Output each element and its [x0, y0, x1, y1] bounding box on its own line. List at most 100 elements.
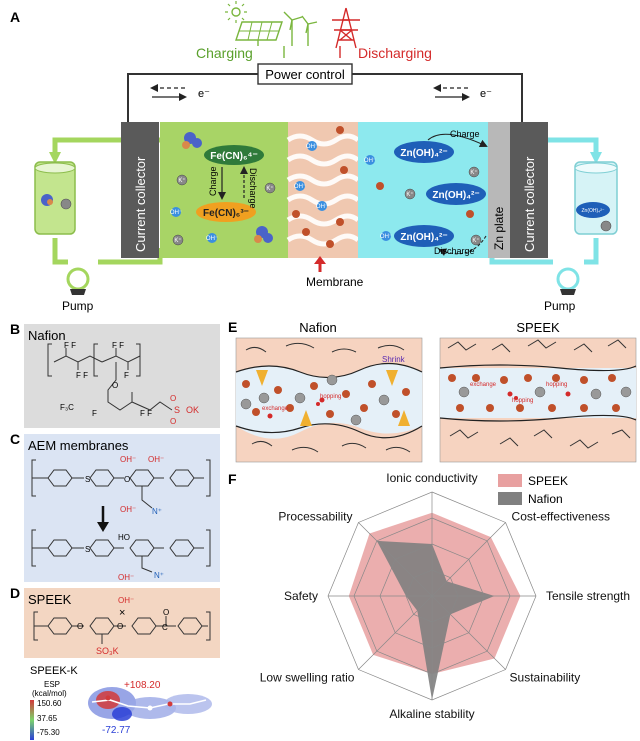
- svg-text:F F: F F: [140, 409, 152, 418]
- panel-c-letter: C: [10, 431, 20, 447]
- electron-label-right: e⁻: [480, 88, 492, 100]
- panel-b: B Nafion F F F F F F F O F₃C F F F S OK …: [10, 321, 220, 428]
- svg-text:HO: HO: [118, 533, 130, 542]
- current-collector-left: [121, 122, 159, 258]
- right-pump-icon: [556, 267, 580, 295]
- zn-oh4-2: [426, 183, 486, 205]
- svg-text:K⁺: K⁺: [178, 177, 185, 184]
- charge-label-left: Charge: [208, 166, 218, 196]
- cross-mark: ×: [119, 607, 125, 619]
- panel-b-letter: B: [10, 321, 20, 337]
- collector-label-right: Current collector: [522, 156, 537, 252]
- discharge-label-left: Discharge: [248, 168, 258, 209]
- collector-label-left: Current collector: [133, 156, 148, 252]
- n-plus-bottom: N⁺: [154, 571, 164, 580]
- radar-axis-label: Cost-effectiveness: [512, 509, 610, 523]
- esp-molecule-surface: [88, 687, 212, 721]
- panel-a: A Charging Discharging Po: [10, 1, 618, 313]
- charging-label: Charging: [196, 45, 253, 61]
- shrink-label: Shrink: [382, 355, 406, 364]
- svg-text:OH⁻: OH⁻: [170, 210, 182, 216]
- panel-a-letter: A: [10, 9, 20, 25]
- zn-oh4-3: [394, 225, 454, 247]
- svg-text:K⁺: K⁺: [472, 237, 479, 244]
- fluorine-labels: F F: [64, 341, 76, 350]
- svg-text:K⁺: K⁺: [406, 191, 413, 198]
- power-control-label: Power control: [265, 67, 345, 82]
- speek-microstructure: [439, 337, 637, 463]
- radar-axis-label: Safety: [284, 589, 318, 603]
- nafion-structure: [47, 343, 173, 411]
- ions-right: OH⁻ K⁺ K⁺ OH⁻ K⁺: [364, 155, 482, 246]
- legend-swatch-speek: [498, 474, 522, 487]
- zn-oh4-3-label: Zn(OH)₄²⁻: [400, 232, 447, 243]
- svg-text:F: F: [92, 409, 97, 418]
- zn-oh4-1-label: Zn(OH)₄²⁻: [400, 148, 447, 159]
- n-plus-top: N⁺: [152, 507, 162, 516]
- svg-text:F F: F F: [112, 341, 124, 350]
- esp-unit-label: (kcal/mol): [32, 689, 67, 698]
- radar-axis-label: Ionic conductivity: [386, 471, 477, 485]
- radar-spoke: [431, 522, 506, 597]
- panel-e: E Nafion SPEEK: [228, 319, 637, 463]
- svg-text:OH⁻: OH⁻: [364, 158, 376, 164]
- left-tank: [34, 161, 76, 235]
- panel-e-letter: E: [228, 319, 237, 335]
- hopping-label-right-2: hopping: [512, 398, 533, 404]
- svg-text:C: C: [162, 623, 168, 632]
- esp-positive-value: +108.20: [124, 680, 161, 691]
- radar-legend: SPEEK Nafion: [498, 474, 568, 506]
- panel-b-title: Nafion: [28, 328, 66, 343]
- radar-axis-label: Alkaline stability: [389, 707, 474, 721]
- esp-label: ESP: [44, 680, 60, 689]
- panel-d: D SPEEK O O O C OH⁻ × SO₃K SPEEK-K ESP (…: [10, 585, 220, 740]
- fe-complex-icon: [182, 132, 273, 243]
- panel-c-title: AEM membranes: [28, 438, 129, 453]
- electron-flow-right: e⁻: [433, 84, 492, 101]
- exchange-label-right: exchange: [470, 382, 497, 388]
- charge-label-right: Charge: [450, 129, 480, 139]
- panel-f: F Ionic conductivityCost-effectivenessTe…: [228, 471, 630, 721]
- pump-label-right: Pump: [544, 299, 576, 313]
- oh-top-2: OH⁻: [148, 455, 164, 464]
- pump-label-left: Pump: [62, 299, 94, 313]
- power-control-box: [257, 63, 353, 85]
- nafion-microstructure: [235, 337, 423, 463]
- right-tank: Zn(OH)₄²⁻: [574, 161, 618, 235]
- so3k-label: SO₃K: [96, 646, 119, 656]
- esp-min: -75.30: [37, 728, 60, 737]
- ions-membrane: OH⁻ OH⁻ OH⁻: [292, 126, 348, 248]
- svg-text:OH⁻: OH⁻: [316, 204, 328, 210]
- svg-text:K⁺: K⁺: [470, 169, 477, 176]
- electron-flow-left: e⁻: [150, 84, 210, 101]
- radar-axis-label: Tensile strength: [546, 589, 630, 603]
- speek-structure: [33, 611, 211, 644]
- wind-turbine-icon: [283, 11, 318, 46]
- radar-axis-label: Low swelling ratio: [260, 671, 355, 685]
- oh-top-3: OH⁻: [120, 505, 136, 514]
- zn-oh4-2-label: Zn(OH)₄²⁻: [432, 190, 479, 201]
- esp-max: 150.60: [37, 699, 62, 708]
- fe-cn6-3-label: Fe(CN)₆³⁻: [203, 208, 249, 219]
- radar-spoke: [431, 595, 506, 670]
- so3-sulfur: S: [174, 405, 180, 415]
- left-pump-icon: [66, 267, 90, 295]
- svg-text:O: O: [117, 622, 123, 631]
- svg-text:O: O: [170, 417, 176, 426]
- discharging-label: Discharging: [358, 45, 432, 61]
- zn-plate-label: Zn plate: [492, 206, 506, 250]
- panel-c: C AEM membranes S O OH⁻ OH⁻ N⁺ OH⁻: [10, 431, 220, 582]
- electron-label-left: e⁻: [198, 88, 210, 100]
- esp-color-scale: [30, 700, 34, 740]
- svg-text:K⁺: K⁺: [266, 185, 273, 192]
- hopping-label-right-1: hopping: [546, 382, 567, 388]
- legend-label-nafion: Nafion: [528, 492, 563, 506]
- tank-label: Zn(OH)₄²⁻: [581, 208, 604, 214]
- speek-k-label: SPEEK-K: [30, 665, 78, 677]
- speek-oh: OH⁻: [118, 596, 134, 605]
- panel-f-letter: F: [228, 471, 237, 487]
- svg-text:F F: F F: [76, 371, 88, 380]
- ions-left: K⁺ OH⁻ OH⁻ K⁺ K⁺: [170, 174, 276, 246]
- legend-swatch-nafion: [498, 492, 522, 505]
